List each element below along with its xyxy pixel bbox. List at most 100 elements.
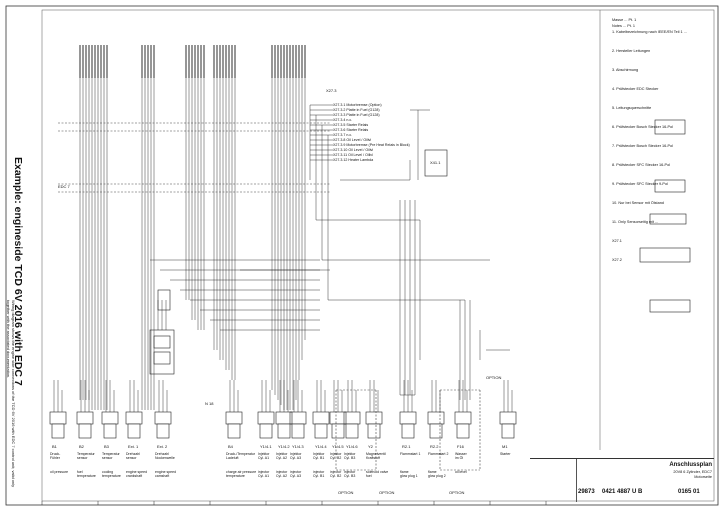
sensor-tag: Y1/4.3 — [292, 444, 304, 449]
n18-device — [149, 329, 175, 375]
sensor-connector-12 — [365, 411, 383, 425]
sensor-tag: B3 — [104, 444, 109, 449]
note-item: Notes ... Pt. 1 — [612, 24, 636, 28]
sensor-body-12 — [367, 423, 381, 439]
sensor-desc: injector Cyl. B1 — [313, 470, 325, 478]
x41-label: X41.1 — [430, 160, 441, 165]
sensor-name: Temperatur sensor — [77, 452, 95, 460]
sensor-body-11 — [345, 423, 359, 439]
note-connector-sketch-4 — [649, 299, 691, 313]
sensor-tag: Y1/4.2 — [278, 444, 290, 449]
n18-plug — [157, 289, 171, 311]
sensor-name: Wasser im Öl — [455, 452, 467, 460]
option-label-1: OPTION — [338, 490, 354, 495]
titleblock-drawing: 29873 — [578, 489, 595, 495]
x27-pin-list: X27.3.1 Motorbremse (Option)X27.3.2 Plat… — [333, 103, 410, 163]
note-item: X27.2 — [612, 258, 622, 262]
note-item: 9. Prüfstecker SFC Stecker 9-Pol — [612, 182, 668, 186]
sensor-connector-11 — [343, 411, 361, 425]
x27-pin: X27.3.8 Oil Level / Oillvl — [333, 138, 372, 142]
sensor-tag: Y1/4.4 — [315, 444, 327, 449]
outer-frame — [5, 5, 719, 506]
sensor-body-15 — [456, 423, 470, 439]
sensor-name: Flammstart 2 — [428, 452, 449, 456]
sensor-connector-15 — [454, 411, 472, 425]
x27-pin: X27.3.7 n.c. — [333, 133, 353, 137]
note-connector-sketch-0 — [654, 119, 686, 135]
sensor-desc: injector Cyl. A2 — [276, 470, 288, 478]
sensor-desc: solenoid valve fuel — [366, 470, 389, 478]
sensor-tag: B1 — [52, 444, 57, 449]
sensor-tag: Y1/4.5 — [332, 444, 344, 449]
sensor-desc: flame glow plug 2 — [428, 470, 446, 478]
sensor-connector-8 — [289, 411, 307, 425]
titleblock-rev-area — [530, 459, 577, 502]
sensor-tag: Ext. 2 — [157, 444, 168, 449]
sensor-name: Druck- Fühler — [50, 452, 61, 460]
sensor-connector-1 — [76, 411, 94, 425]
sensor-desc: flame glow plug 1 — [400, 470, 418, 478]
sensor-name: Drehzahl sensor — [126, 452, 141, 460]
note-connector-sketch-1 — [654, 179, 686, 193]
sensor-desc: fuel temperature — [77, 470, 96, 478]
x27-pin: X27.3.11 Oil Level / Oillvl — [333, 153, 373, 157]
sensor-body-9 — [314, 423, 328, 439]
sensor-connector-0 — [49, 411, 67, 425]
sensor-desc: injector Cyl. B2 — [330, 470, 342, 478]
note-item: 7. Prüfstecker Bosch Stecker 16-Pol — [612, 144, 673, 148]
note-item: 6. Prüfstecker Bosch Stecker 16-Pol — [612, 125, 673, 129]
sensor-connector-7 — [275, 411, 293, 425]
sensor-name: Injektor Cyl. B1 — [313, 452, 325, 460]
sensor-desc: injector Cyl. B3 — [344, 470, 356, 478]
n18-label: N 18 — [205, 401, 214, 406]
titleblock-number: 0421 4887 U B — [602, 489, 643, 495]
titleblock-subtitle: 20V8 6 Zylinder, EDC7 — [673, 470, 712, 474]
sensor-body-8 — [291, 423, 305, 439]
sensor-connector-5 — [225, 411, 243, 425]
edc-label: EDC 7 — [58, 184, 70, 189]
sensor-desc: cooling temperature — [102, 470, 121, 478]
sensor-desc: oil level — [455, 470, 467, 474]
sensor-body-5 — [227, 423, 241, 439]
titleblock-sheet: 0165 01 — [678, 489, 700, 495]
sensor-body-1 — [78, 423, 92, 439]
sensor-connector-2 — [101, 411, 119, 425]
sensor-body-13 — [401, 423, 415, 439]
x27-label: X27.3 — [326, 88, 337, 93]
sensor-desc: engine speed crankshaft — [126, 470, 148, 478]
x27-pin: X27.3.5 Starter Relais — [333, 123, 369, 127]
x41-connector — [424, 149, 448, 177]
x27-pin: X27.3.6 Starter Relais — [333, 128, 369, 132]
title-block: Anschlussplan 20V8 6 Zylinder, EDC7 Moto… — [530, 458, 714, 502]
note-item: Masse ... Pt. 1 — [612, 18, 637, 22]
sensor-desc: charge air pressure temperature — [226, 470, 257, 478]
x27-pin: X27.3.3 Platte in Fuel (G128) — [333, 113, 380, 117]
n18-device-inner — [153, 351, 171, 365]
note-connector-sketch-3 — [639, 247, 691, 263]
x27-pin: X27.3.12 Heater Lambda — [333, 158, 374, 162]
x27-pin: X27.3.10 Oil Level / Oillvl — [333, 148, 374, 152]
sensor-name: Magnetventil Kraftstoff — [366, 452, 386, 460]
sensor-tag: R2.1 — [402, 444, 411, 449]
note-item: 5. Leitungsquerschnitte — [612, 106, 652, 110]
sensor-desc: injector Cyl. A3 — [290, 470, 302, 478]
sensor-tag: Y1/4.1 — [260, 444, 272, 449]
sensor-name: Injektor Cyl. A1 — [258, 452, 270, 460]
sensor-name: Injektor Cyl. B3 — [344, 452, 356, 460]
note-item: 1. Kabelbezeichnung nach IEEE/EN Teil 1 … — [612, 30, 687, 34]
sensor-body-3 — [127, 423, 141, 439]
sensor-connector-4 — [154, 411, 172, 425]
sensor-name: Flammstart 1 — [400, 452, 421, 456]
sensor-tag: B2 — [79, 444, 84, 449]
sensor-name: Injektor Cyl. A3 — [290, 452, 302, 460]
sensor-connector-13 — [399, 411, 417, 425]
sensor-name: Injektor Cyl. B2 — [330, 452, 342, 460]
sensor-desc: injector Cyl. A1 — [258, 470, 270, 478]
sensor-name: Drehzahl Nockenwelle — [155, 452, 175, 460]
sensor-tag: R2.2 — [430, 444, 439, 449]
titleblock-sub2: Motorseite — [694, 475, 712, 479]
sensor-connector-6 — [257, 411, 275, 425]
sensor-connector-14 — [427, 411, 445, 425]
sensor-body-2 — [103, 423, 117, 439]
